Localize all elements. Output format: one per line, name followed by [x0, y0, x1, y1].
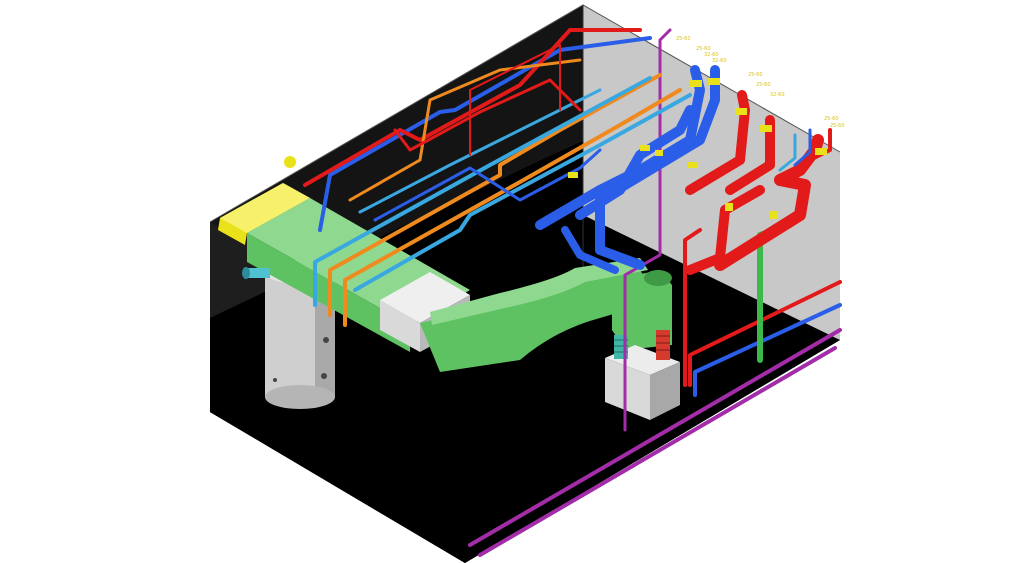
pipe-blue-riser-right [793, 128, 812, 167]
valve-4 [760, 125, 772, 132]
pipe-purple-floor-2 [478, 346, 837, 557]
pipe-label: 32-60 [712, 58, 727, 64]
pipe-red-riser-right [808, 128, 832, 162]
pipe-blue-wall-run [693, 303, 842, 397]
tank-port-1 [323, 337, 329, 343]
pipe-blue-ceiling-2 [373, 148, 602, 222]
duct-flex-connector [644, 270, 672, 286]
tank-bottom [265, 385, 335, 409]
pipe-blue-drop-2 [561, 226, 619, 274]
valve-9 [725, 203, 733, 211]
pipe-labels: 25-60 25-60 32-60 32-60 25-60 25-60 32-6… [676, 36, 845, 129]
pipe-label: 25-60 [696, 46, 711, 52]
air-duct [218, 183, 672, 372]
valve-3 [735, 108, 747, 115]
duct-green-bend-top [430, 258, 648, 325]
valve-1 [690, 80, 702, 87]
pipe-label: 25-60 [824, 116, 839, 122]
pipe-red-drop [683, 228, 702, 387]
tank-port-3 [273, 378, 277, 382]
pipe-red-back-wall [469, 44, 561, 156]
pipe-blue-ceiling-1 [318, 36, 652, 232]
tank-stub-pipe [242, 267, 270, 279]
valve-8 [568, 172, 578, 178]
tank-port-2 [321, 373, 327, 379]
pipe-cyan-ceiling-1 [313, 76, 652, 307]
pipe-blue-manifold-3 [575, 105, 695, 220]
pipe-label: 25-60 [830, 123, 845, 129]
duct-filter-box-front [380, 300, 420, 352]
pipe-label: 25-60 [676, 36, 691, 42]
duct-filter-box-top [380, 272, 470, 323]
pipe-blue-manifold-2 [595, 65, 720, 205]
valve-2 [708, 78, 720, 85]
valve-yellow-top [284, 156, 296, 168]
pipe-orange-ceiling-2 [343, 88, 682, 327]
valve-7 [688, 162, 698, 168]
pipe-label: 32-60 [770, 92, 785, 98]
pipe-red-manifold-1 [685, 90, 750, 195]
pipe-purple-riser [623, 28, 672, 432]
pipe-orange-ceiling-1 [328, 73, 662, 317]
valve-10 [770, 211, 778, 219]
valve-11 [655, 150, 663, 156]
ahu-front [605, 358, 650, 420]
pipe-label: 25-60 [756, 82, 771, 88]
pipe-cyan-riser-right [778, 133, 797, 172]
pipe-purple-floor-1 [468, 328, 842, 547]
pipe-red-manifold-2 [725, 115, 775, 195]
duct-green-bend [420, 270, 660, 372]
pipe-orange-ceiling-3 [348, 58, 582, 202]
ahu-side [650, 362, 680, 420]
pipe-cyan-ceiling-2 [353, 93, 692, 292]
pipe-red-manifold-3 [714, 134, 824, 271]
pipe-blue-drop [595, 190, 645, 270]
valves [284, 78, 827, 219]
pipe-label: 32-60 [704, 52, 719, 58]
valve-5 [815, 148, 827, 155]
valve-6 [640, 145, 650, 151]
pipe-red-manifold-4 [685, 185, 765, 275]
duct-yellow-top [220, 183, 310, 233]
ahu-flex-hose-red [656, 330, 670, 360]
pipe-label: 25-60 [748, 72, 763, 78]
pipe-red-wall-run [688, 280, 842, 387]
